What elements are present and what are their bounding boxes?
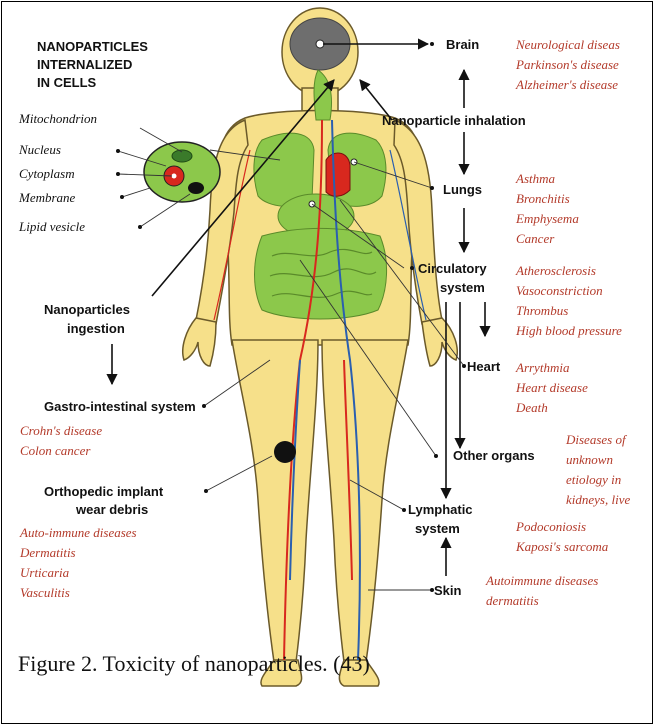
cell-part-mitochondrion: Mitochondrion <box>19 112 97 125</box>
organ-circulatory-2: system <box>440 281 485 294</box>
disease-skin-1: Autoimmune diseases <box>486 574 598 587</box>
heart <box>326 153 350 196</box>
disease-skin-2: dermatitis <box>486 594 539 607</box>
disease-lungs-3: Emphysema <box>516 212 579 225</box>
disease-circ-3: Thrombus <box>516 304 568 317</box>
organ-ortho-2: wear debris <box>76 503 148 516</box>
disease-brain-1: Neurological diseas <box>516 38 620 51</box>
header-line-3: IN CELLS <box>37 76 96 89</box>
cell-part-lipid-vesicle: Lipid vesicle <box>19 220 85 233</box>
disease-gi-1: Crohn's disease <box>20 424 102 437</box>
disease-brain-3: Alzheimer's disease <box>516 78 618 91</box>
disease-heart-1: Arrythmia <box>516 361 569 374</box>
organ-lymphatic-2: system <box>415 522 460 535</box>
disease-ortho-1: Auto-immune diseases <box>20 526 137 539</box>
organ-lungs: Lungs <box>443 183 482 196</box>
disease-heart-3: Death <box>516 401 548 414</box>
disease-gi-2: Colon cancer <box>20 444 90 457</box>
disease-other-4: kidneys, live <box>566 493 630 506</box>
disease-lungs-2: Bronchitis <box>516 192 570 205</box>
disease-ortho-3: Urticaria <box>20 566 69 579</box>
right-leg <box>322 340 408 662</box>
cell-part-membrane: Membrane <box>19 191 75 204</box>
organ-lymphatic-1: Lymphatic <box>408 503 473 516</box>
organ-brain: Brain <box>446 38 479 51</box>
disease-ortho-4: Vasculitis <box>20 586 70 599</box>
right-hand <box>422 318 457 366</box>
route-ingestion-2: ingestion <box>67 322 125 335</box>
cell-part-cytoplasm: Cytoplasm <box>19 167 75 180</box>
left-hand <box>183 318 216 366</box>
header-line-2: INTERNALIZED <box>37 58 132 71</box>
organ-ortho-1: Orthopedic implant <box>44 485 163 498</box>
header-line-1: NANOPARTICLES <box>37 40 148 53</box>
disease-circ-1: Atherosclerosis <box>516 264 596 277</box>
cell-illustration <box>144 142 220 202</box>
disease-circ-4: High blood pressure <box>516 324 622 337</box>
disease-lungs-1: Asthma <box>516 172 555 185</box>
organ-circulatory-1: Circulatory <box>418 262 487 275</box>
disease-other-2: unknown <box>566 453 613 466</box>
disease-brain-2: Parkinson's disease <box>516 58 619 71</box>
organ-skin: Skin <box>434 584 461 597</box>
disease-circ-2: Vasoconstriction <box>516 284 603 297</box>
organ-heart: Heart <box>467 360 500 373</box>
disease-ortho-2: Dermatitis <box>20 546 76 559</box>
implant <box>274 441 296 463</box>
disease-lymph-1: Podoconiosis <box>516 520 586 533</box>
disease-other-3: etiology in <box>566 473 621 486</box>
cell-part-nucleus: Nucleus <box>19 143 61 156</box>
disease-lungs-4: Cancer <box>516 232 554 245</box>
route-ingestion-1: Nanoparticles <box>44 303 130 316</box>
figure-caption: Figure 2. Toxicity of nanoparticles. (43… <box>18 653 370 675</box>
left-leg <box>232 340 318 662</box>
disease-heart-2: Heart disease <box>516 381 588 394</box>
organ-gi: Gastro-intestinal system <box>44 400 196 413</box>
disease-lymph-2: Kaposi's sarcoma <box>516 540 608 553</box>
route-inhalation: Nanoparticle inhalation <box>382 114 526 127</box>
organ-other: Other organs <box>453 449 535 462</box>
disease-other-1: Diseases of <box>566 433 626 446</box>
